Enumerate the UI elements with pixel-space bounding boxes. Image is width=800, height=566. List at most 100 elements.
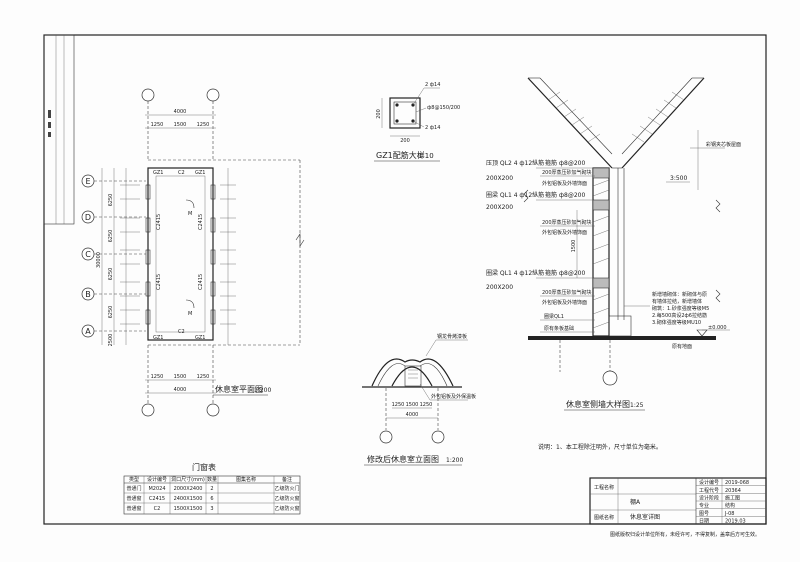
dim-text: 4000	[406, 412, 419, 418]
table-cell: M2024	[148, 486, 165, 492]
plan-label: C2415	[198, 214, 204, 230]
table-cell: 乙级防火窗	[274, 495, 299, 502]
beam-size: 200X200	[486, 284, 513, 291]
title-label: 图纸名称	[594, 514, 614, 521]
elevation-note: 外包铝板及外保温板	[431, 393, 476, 400]
dim-text: 1500	[406, 402, 419, 408]
plan-label: GZ1	[153, 170, 163, 176]
section-title: 休息室侧墙大样图	[566, 399, 630, 409]
beam-name: 圈梁 QL1 4 ф12纵筋	[486, 269, 544, 277]
beam-stirrup: 箍筋 ф8@200	[545, 159, 585, 167]
ql1-note: 圈梁QL1	[544, 313, 564, 320]
section-scale: 1:25	[630, 402, 644, 409]
door-swing	[185, 199, 195, 209]
table-cell: 2400X1500	[174, 496, 203, 502]
table-cell: 乙级防火窗	[274, 505, 299, 512]
footer-copyright: 图纸版权归设计单位所有，未经许可，不得复制，盖章后方可生效。	[610, 531, 760, 538]
right-note-line: 2.每500高设2ф6拉结筋	[652, 312, 707, 319]
elevation-title: 修改后休息室立面图	[367, 454, 439, 464]
axis-label: E	[85, 177, 90, 186]
dim-text: 200	[400, 138, 410, 144]
rebar-label: ф8@150/200	[427, 105, 460, 111]
dim-text: 30000	[96, 252, 102, 268]
dim-text: 1250	[197, 122, 210, 128]
rebar-label: 2 ф14	[425, 125, 440, 131]
field-value: 2019-068	[725, 480, 749, 486]
room-outline	[147, 167, 214, 341]
table-header: 类型	[129, 476, 139, 483]
plan-label: C2415	[156, 274, 162, 290]
door-swing	[185, 299, 195, 309]
right-note-line: 3.砌体强度等级MU10	[652, 319, 701, 326]
field-label: 专业	[699, 502, 709, 509]
axis-bubble	[141, 88, 155, 102]
table-cell: 3	[210, 506, 213, 512]
table-cell: 2	[210, 486, 213, 492]
plan-label: C2415	[156, 214, 162, 230]
title-block: 工程名称 棚A 图纸名称 休息室详图 设计编号 2019-068 工程代号 20…	[589, 477, 767, 525]
table-cell: C2	[154, 506, 161, 512]
gz1-scale: 1:10	[418, 152, 434, 160]
table-header: 设计编号	[147, 476, 167, 483]
elevation-note: 钢龙骨烤漆板	[437, 333, 467, 340]
axis-label: C	[85, 250, 91, 259]
dim-text: 1250	[197, 374, 210, 380]
door-window-table: 门窗表 类型 设计编号 洞口尺寸(mm) 数量 图集名称 备注 普通门 M202…	[123, 462, 301, 515]
table-cell: 1500X1500	[174, 506, 203, 512]
column-section	[389, 97, 421, 129]
axis-bubble	[379, 430, 393, 444]
binding-strip	[43, 34, 75, 225]
slope-label: 3:500	[670, 175, 687, 182]
field-value: 20364	[725, 488, 741, 494]
table-row: 普通窗 C2 1500X1500 3 乙级防火窗	[126, 505, 299, 512]
table-header: 备注	[282, 476, 292, 483]
ground-line	[528, 336, 716, 340]
table-cell: 普通门	[126, 485, 141, 492]
plan-windows-right	[210, 184, 216, 325]
wall-note: 200厚蒸压砂加气砌块	[542, 289, 592, 296]
field-value: J-08	[724, 511, 734, 517]
table-cell: 普通窗	[126, 505, 141, 512]
beam-name: 圈梁 QL1 4 ф12纵筋	[486, 191, 544, 199]
plan-label: M	[188, 211, 192, 217]
section-drawing: 彩钢夹芯板屋面 3:500 压顶 QL2 4 ф12纵筋 箍筋 ф8@20	[486, 77, 741, 411]
elevation-mark: ±0.000	[708, 325, 727, 331]
dim-text: 1250	[151, 374, 164, 380]
plan-title: 休息室平面图	[215, 384, 263, 394]
field-value: 2019.03	[725, 519, 746, 525]
beam-stirrup: 箍筋 ф8@200	[545, 269, 585, 277]
beam-stirrup: 箍筋 ф8@200	[545, 191, 585, 199]
plan-label: GZ1	[195, 170, 205, 176]
plan-label: C2	[178, 329, 185, 335]
right-note-line: 新增墙砌体：新砌体与原	[652, 291, 707, 298]
table-title: 门窗表	[192, 462, 216, 472]
table-cell: 6	[210, 496, 213, 502]
axis-bubble	[206, 403, 220, 417]
plan-scale: 1:200	[254, 387, 271, 394]
axis-bubble	[206, 88, 220, 102]
elevation-drawing: 钢龙骨烤漆板 外包铝板及外保温板 1250 1500 1250 4000 修改后…	[362, 333, 476, 466]
field-label: 设计编号	[699, 479, 719, 486]
plan-drawing: 4000 1250 1500 1250 GZ1 GZ1	[81, 88, 305, 417]
right-note-line: 砌筑：1.砂浆强度等级M5	[652, 305, 709, 312]
plan-label: GZ1	[153, 335, 163, 341]
dim-text: 6250	[108, 306, 114, 319]
plan-label: GZ1	[195, 335, 205, 341]
rebar-label: 2 ф14	[425, 82, 440, 88]
dim-text: 1500	[174, 122, 187, 128]
table-cell: 2000X2400	[174, 486, 203, 492]
general-note: 说明：1、本工程除注明外，尺寸单位为毫米。	[538, 443, 662, 451]
dim-text: 1500	[174, 374, 187, 380]
ground-label: 原有地面	[672, 343, 692, 350]
table-row: 普通门 M2024 2000X2400 2 乙级防火门	[126, 485, 299, 492]
sheet-border	[43, 34, 767, 525]
dim-text: 6250	[108, 194, 114, 207]
axis-bubble	[141, 403, 155, 417]
table-cell: 普通窗	[126, 495, 141, 502]
axis-label: A	[85, 327, 91, 336]
dim-text: 4000	[174, 109, 187, 115]
section-note: 彩钢夹芯板屋面	[706, 141, 741, 148]
field-label: 工程代号	[699, 487, 719, 494]
table-header: 图集名称	[236, 476, 256, 483]
